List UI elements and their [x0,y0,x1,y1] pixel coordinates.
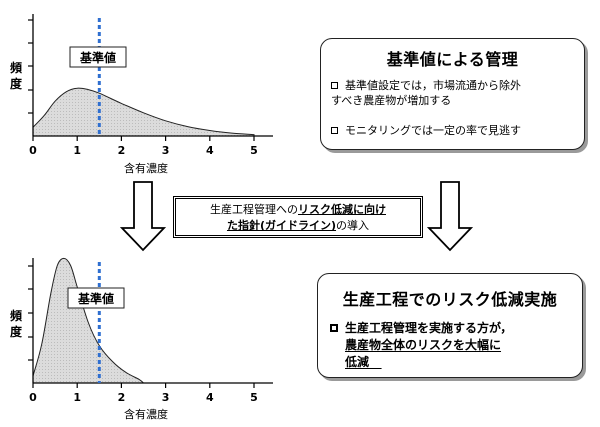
top-y-label-1: 頻 [10,60,22,75]
threshold-bullet-2-text: モニタリングでは一定の率で見逃す [345,124,521,137]
top-distribution-area [32,87,255,137]
top-threshold-label-box [69,46,127,68]
threshold-management-title: 基準値による管理 [386,50,519,69]
top-x-tick-label-2: 2 [118,144,126,157]
threshold-management-box: 基準値による管理 基準値設定では，市場流通から除外 すべき農産物が増加する モニ… [320,38,585,150]
bullet-square-icon [330,324,338,332]
guideline-text-guideline: た指針(ガイドライン) [226,219,337,232]
top-x-tick-label-5: 5 [250,144,258,157]
top-x-tick-label-4: 4 [206,144,214,157]
bottom-threshold-label-box [67,287,125,309]
bottom-x-tick-label-0: 0 [29,391,37,404]
guideline-text-introduction: の導入 [336,219,370,232]
top-x-tick-label-1: 1 [73,144,81,157]
bullet-square-icon [331,127,338,134]
production-risk-reduction-box: 生産工程でのリスク低減実施 生産工程管理を実施する方が， 農産物全体のリスクを大… [317,273,583,378]
guideline-text-risk-reduction: リスク低減に向け [298,203,386,216]
production-bullet-line1: 生産工程管理を実施する方が， [345,321,513,335]
guideline-introduction-box: 生産工程管理へのリスク低減に向け た指針(ガイドライン)の導入 [173,196,423,238]
bottom-x-axis-ticks: 0 1 2 3 4 5 [29,383,258,404]
bottom-distribution-area [32,257,145,384]
bullet-square-icon [331,82,338,89]
bottom-distribution-chart: 0 1 2 3 4 5 基準値 頻 度 含有濃度 [10,257,273,421]
top-y-label-2: 度 [10,76,23,91]
top-y-axis-ticks [28,19,33,114]
bottom-x-label: 含有濃度 [124,407,168,421]
production-risk-reduction-title: 生産工程でのリスク低減実施 [342,290,558,309]
top-x-tick-label-0: 0 [29,144,37,157]
top-distribution-chart: 0 1 2 3 4 5 基準値 頻 度 含有濃度 [10,14,273,175]
bottom-x-tick-label-1: 1 [73,391,81,404]
threshold-bullet-1-line1: 基準値設定では，市場流通から除外 [345,79,521,92]
bottom-threshold-label: 基準値 [77,291,114,306]
left-down-arrow [119,181,167,252]
bottom-y-label-1: 頻 [10,308,22,323]
bottom-x-tick-label-4: 4 [206,391,214,404]
top-x-axis-ticks: 0 1 2 3 4 5 [29,136,258,157]
guideline-text-1: 生産工程管理への [210,203,298,216]
bottom-x-tick-label-5: 5 [250,391,258,404]
bottom-y-label-2: 度 [10,324,23,339]
bottom-x-tick-label-3: 3 [162,391,170,404]
production-bullet-line2: 農産物全体のリスクを大幅に [345,338,502,352]
bottom-x-tick-label-2: 2 [118,391,126,404]
bottom-y-axis-ticks [28,265,33,361]
top-x-label: 含有濃度 [124,161,168,175]
production-bullet: 生産工程管理を実施する方が， 農産物全体のリスクを大幅に 低減 [330,320,512,371]
threshold-bullet-2: モニタリングでは一定の率で見逃す [331,123,521,138]
top-threshold-label: 基準値 [79,50,116,65]
threshold-bullet-1-line2: すべき農産物が増加する [331,94,452,107]
threshold-bullet-1: 基準値設定では，市場流通から除外 すべき農産物が増加する [331,78,521,108]
right-down-arrow [426,181,474,252]
production-bullet-line3: 低減 [345,355,370,369]
top-x-tick-label-3: 3 [162,144,170,157]
